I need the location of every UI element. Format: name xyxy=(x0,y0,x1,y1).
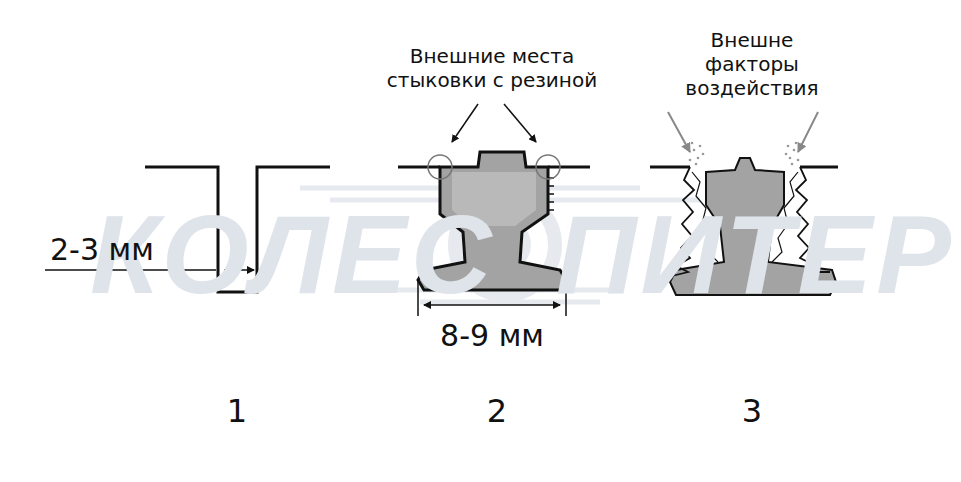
debris-dot xyxy=(793,149,796,152)
panel-number: 3 xyxy=(742,392,762,430)
debris-dot xyxy=(697,157,700,160)
dimension-label: 2-3 мм xyxy=(50,232,154,268)
debris-dot xyxy=(689,159,692,162)
leader-arrow xyxy=(668,112,818,152)
joint-circle xyxy=(428,155,560,179)
debris-dot xyxy=(699,145,702,148)
debris-dot xyxy=(797,159,800,162)
ribs xyxy=(548,178,554,210)
debris-dot xyxy=(787,145,790,148)
panel-number: 2 xyxy=(487,392,507,430)
callout-text: Внешние места стыковки с резиной xyxy=(382,44,602,92)
debris-dot xyxy=(702,153,705,156)
watermark-text: ПИТЕР xyxy=(556,188,955,322)
debris-dot xyxy=(693,149,696,152)
panel-number: 1 xyxy=(227,392,247,430)
leader-arrow xyxy=(452,104,536,142)
debris-dot xyxy=(789,157,792,160)
debris-dot xyxy=(791,163,794,166)
debris-dot xyxy=(691,142,694,145)
dimension-label: 8-9 мм xyxy=(440,318,544,354)
debris-dots xyxy=(689,142,800,166)
debris-dot xyxy=(795,142,798,145)
debris-dot xyxy=(695,163,698,166)
callout-text: Внешне факторы воздействия xyxy=(682,28,822,100)
debris-dot xyxy=(785,153,788,156)
